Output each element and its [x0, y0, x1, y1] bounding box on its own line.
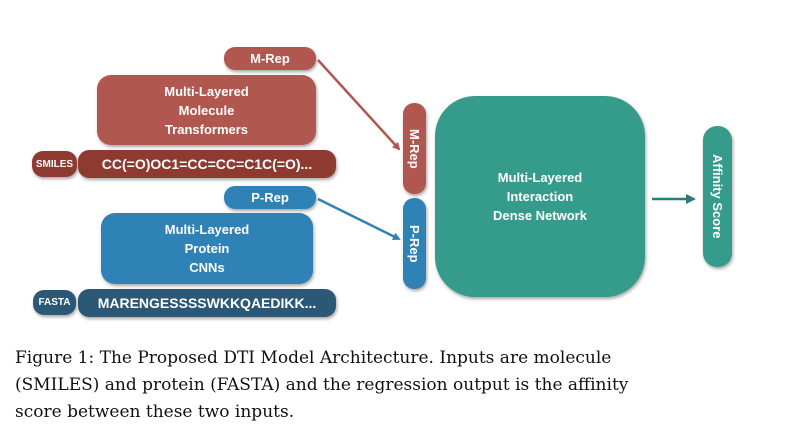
figure-caption: Figure 1: The Proposed DTI Model Archite… — [15, 345, 785, 426]
fasta-input-value: MARENGESSSSWKKQAEDIKK... — [97, 295, 317, 311]
smiles-tag-label: SMILES — [35, 158, 74, 170]
caption-line: score between these two inputs. — [15, 402, 295, 422]
molecule-arrow — [317, 59, 401, 151]
protein-rep-label: P-Rep — [251, 190, 289, 205]
smiles-tag: SMILES — [32, 151, 77, 177]
molecule-transformer-box: Multi-Layered Molecule Transformers — [97, 75, 316, 145]
smiles-input-value: CC(=O)OC1=CC=CC=C1C(=O)... — [101, 156, 313, 172]
molecule-rep-label: M-Rep — [250, 51, 290, 66]
fasta-tag-label: FASTA — [38, 297, 71, 308]
concat-m-rep-box: M-Rep — [403, 103, 426, 194]
fasta-tag: FASTA — [33, 290, 76, 315]
caption-line: (SMILES) and protein (FASTA) and the reg… — [15, 375, 629, 395]
molecule-rep-box: M-Rep — [224, 47, 316, 70]
caption-line: Figure 1: The Proposed DTI Model Archite… — [15, 348, 612, 368]
concat-p-rep-box: P-Rep — [403, 198, 426, 289]
concat-p-rep-label: P-Rep — [407, 224, 422, 263]
affinity-score-box: Affinity Score — [703, 126, 732, 267]
protein-cnn-label: Multi-Layered Protein CNNs — [164, 222, 250, 275]
smiles-input-box: CC(=O)OC1=CC=CC=C1C(=O)... — [78, 150, 336, 178]
interaction-network-box: Multi-Layered Interaction Dense Network — [435, 96, 645, 297]
concat-m-rep-label: M-Rep — [407, 128, 422, 169]
protein-cnn-box: Multi-Layered Protein CNNs — [101, 213, 313, 284]
molecule-transformer-label: Multi-Layered Molecule Transformers — [164, 83, 249, 137]
fasta-input-box: MARENGESSSSWKKQAEDIKK... — [78, 289, 336, 317]
affinity-score-label: Affinity Score — [710, 154, 725, 239]
protein-rep-box: P-Rep — [224, 186, 316, 209]
protein-arrow — [317, 197, 401, 241]
interaction-network-label: Multi-Layered Interaction Dense Network — [493, 170, 587, 223]
